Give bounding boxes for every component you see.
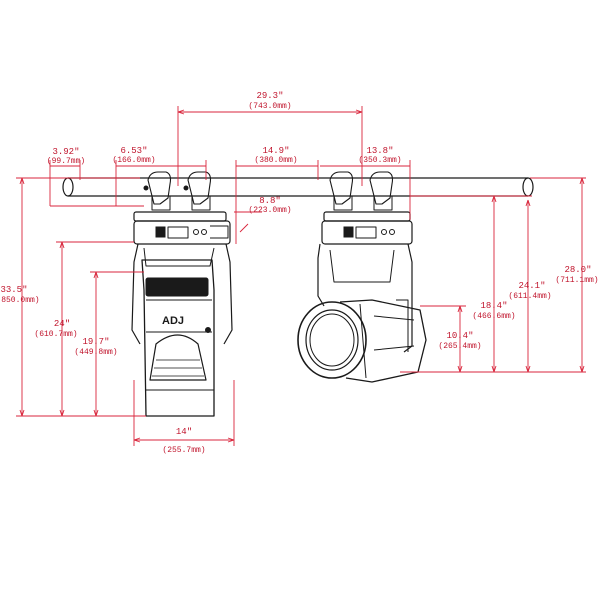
dim-total-height-metric: (850.0mm) [0,296,40,305]
dim-center-spacing-imperial: 14.9" [262,146,289,156]
left-fixture: ADJ [131,171,233,417]
dim-max-height-imperial: 28.0" [564,265,591,275]
dim-max-height-metric: (711.1mm) [555,276,598,285]
dimension-lines [16,106,586,446]
dim-tilt-height-imperial: 18.4" [480,301,507,311]
dim-clamp-offset-metric: (99.7mm) [47,157,85,166]
logo-text: ADJ [162,315,184,327]
dim-yoke-height-metric: (611.4mm) [508,292,551,301]
dim-clamp-offset-imperial: 3.92" [52,147,79,157]
dim-body-width-imperial: 14" [176,427,192,437]
dim-base-depth-imperial: 8.8" [259,196,281,206]
dim-lens-height-metric: (265.4mm) [438,342,481,351]
dim-arm-height-imperial: 24" [54,319,70,329]
left-clamp-1 [143,171,172,211]
dim-head-height-metric: (449.8mm) [74,348,117,357]
dim-tilt-height-metric: (466.6mm) [472,312,515,321]
dim-head-height-imperial: 19.7" [82,337,109,347]
dim-clamp-spacing-metric: (166.0mm) [112,156,155,165]
dim-lens-height-imperial: 10.4" [446,331,473,341]
right-clamp-1 [329,171,354,211]
dim-pipe-span-imperial: 29.3" [256,91,283,101]
truss-pipe [62,177,534,197]
dim-total-height-imperial: 33.5" [0,285,27,295]
dim-clamp-spacing-imperial: 6.53" [120,146,147,156]
dim-clamp-width-imperial: 13.8" [366,146,393,156]
dim-pipe-span-metric: (743.0mm) [248,102,291,111]
dim-clamp-width-metric: (350.3mm) [358,156,401,165]
right-fixture [297,171,427,383]
dim-body-width-metric: (255.7mm) [162,446,205,455]
dim-arm-height-metric: (610.7mm) [34,330,77,339]
left-clamp-2 [183,171,212,211]
dim-base-depth-metric: (223.0mm) [248,206,291,215]
dim-yoke-height-imperial: 24.1" [518,281,545,291]
dimension-labels: 29.3" (743.0mm) 3.92" (99.7mm) 6.53" (16… [0,91,599,455]
dim-center-spacing-metric: (380.0mm) [254,156,297,165]
right-clamp-2 [369,171,394,211]
